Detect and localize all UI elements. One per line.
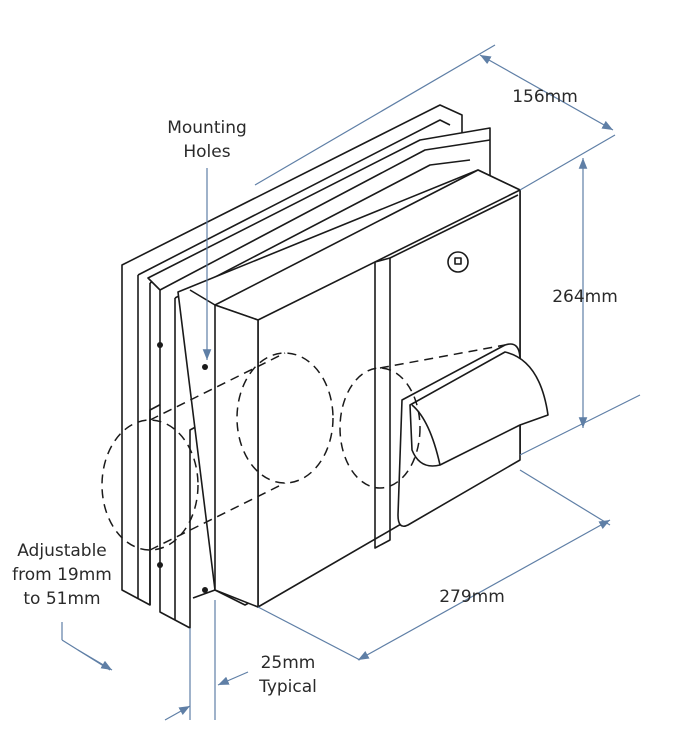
height-label: 264mm [552, 287, 618, 307]
mounting-holes-label: Holes [183, 142, 230, 162]
mounting-hole [157, 342, 163, 348]
depth-dimension-line [479, 54, 614, 131]
adjustable-label: Adjustable [17, 541, 107, 561]
adjustable-dimension-arrow [77, 649, 113, 671]
mounting-hole [202, 587, 208, 593]
flange-label: Typical [258, 677, 317, 697]
adjustable-label: from 19mm [12, 565, 112, 585]
mounting-hole [157, 562, 163, 568]
flange-dimension-arrow [217, 671, 249, 686]
adjustable-dimension-arrow [164, 705, 191, 721]
adjustable-label: to 51mm [23, 589, 100, 609]
mounting-hole [202, 364, 208, 370]
mounting-holes-label: Mounting [167, 118, 247, 138]
width-label: 279mm [439, 587, 505, 607]
hidden-paper-rolls [101, 344, 506, 551]
flange-label: 25mm [261, 653, 316, 673]
key-lock-icon [447, 251, 469, 273]
width-dimension-line [357, 519, 611, 661]
depth-label: 156mm [512, 87, 578, 107]
roll-dispensing-tray [397, 343, 549, 528]
mounting-holes [157, 342, 208, 593]
